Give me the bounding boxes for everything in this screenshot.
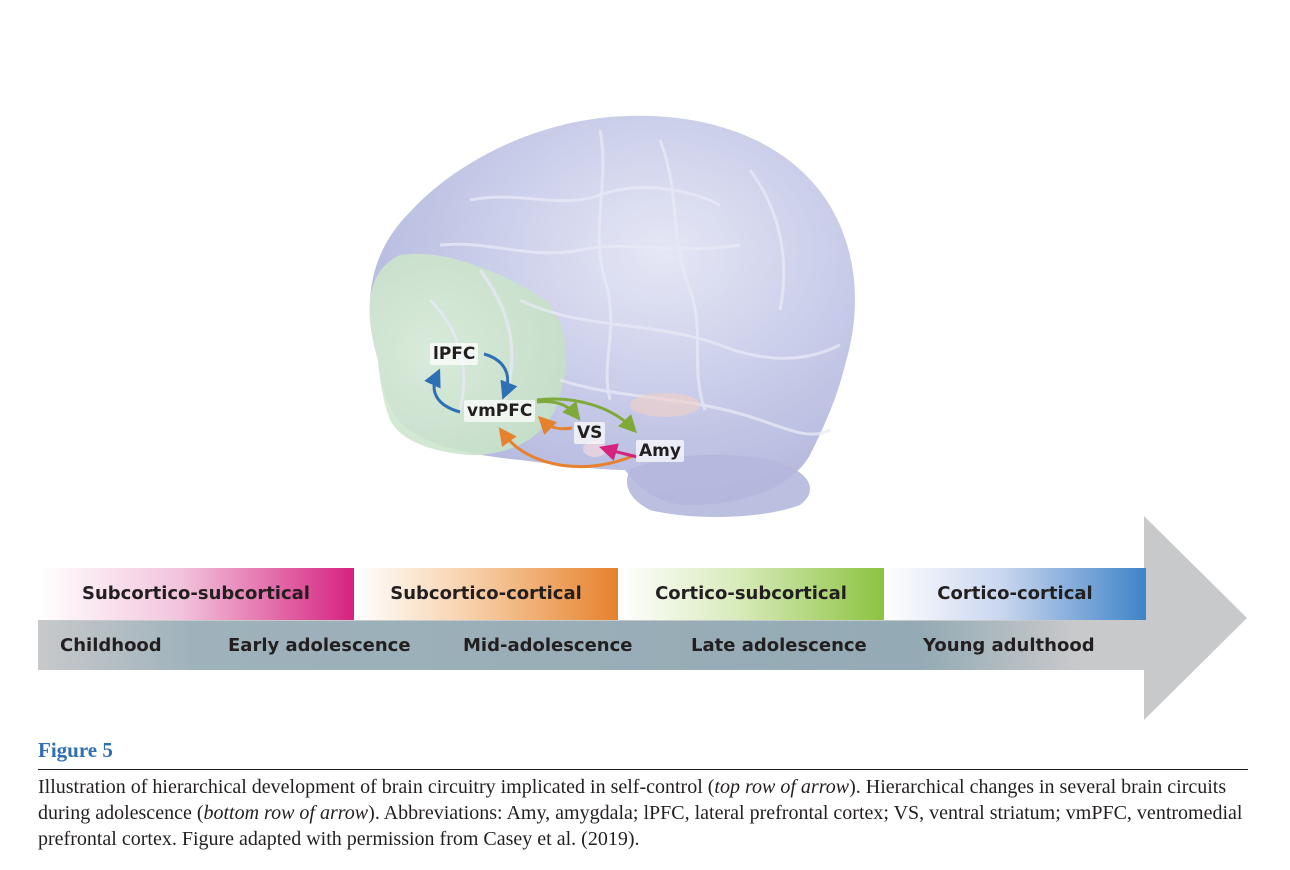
subcortical-structure xyxy=(630,393,700,417)
caption-text-3: ). Abbreviations: Amy, amygdala; lPFC, l… xyxy=(38,802,1243,850)
arrow-amy-to-vmpfc xyxy=(498,427,636,469)
caption-text-1: Illustration of hierarchical development… xyxy=(38,776,715,798)
label-vmpfc: vmPFC xyxy=(464,400,536,422)
caption-text-2: ). Hierarchical changes in several brain… xyxy=(38,776,1227,824)
brain-cerebellum xyxy=(626,454,810,517)
figure-label: Figure 5 xyxy=(38,738,113,762)
timeline-arrow xyxy=(38,516,1247,720)
caption-italic-2: bottom row of arrow xyxy=(203,802,369,824)
arrow-vmpfc-to-vs xyxy=(536,400,581,421)
label-amy: Amy xyxy=(636,440,684,462)
band-subcortico-subcortical: Subcortico-subcortical xyxy=(38,568,354,620)
stage-early-adolescence: Early adolescence xyxy=(228,635,411,656)
stage-bar xyxy=(38,621,1075,670)
stage-childhood: Childhood xyxy=(60,635,162,656)
band-subcortico-cortical: Subcortico-cortical xyxy=(354,568,618,620)
arrow-vmpfc-to-amy xyxy=(536,397,637,434)
label-vs: VS xyxy=(574,422,606,444)
band-cortico-cortical: Cortico-cortical xyxy=(884,568,1146,620)
figure-caption: Illustration of hierarchical development… xyxy=(38,774,1253,852)
caption-italic-1: top row of arrow xyxy=(714,776,850,798)
stage-late-adolescence: Late adolescence xyxy=(691,635,867,656)
stage-young-adulthood: Young adulthood xyxy=(923,635,1095,656)
arrow-vmpfc-to-lpfc xyxy=(424,368,461,414)
arrow-lpfc-to-vmpfc xyxy=(483,352,518,400)
caption-divider xyxy=(38,769,1248,770)
stage-mid-adolescence: Mid-adolescence xyxy=(463,635,633,656)
arrow-amy-to-vs xyxy=(599,443,638,461)
band-cortico-subcortical: Cortico-subcortical xyxy=(618,568,884,620)
label-lpfc: lPFC xyxy=(430,343,479,365)
arrow-vs-to-vmpfc xyxy=(537,415,573,435)
